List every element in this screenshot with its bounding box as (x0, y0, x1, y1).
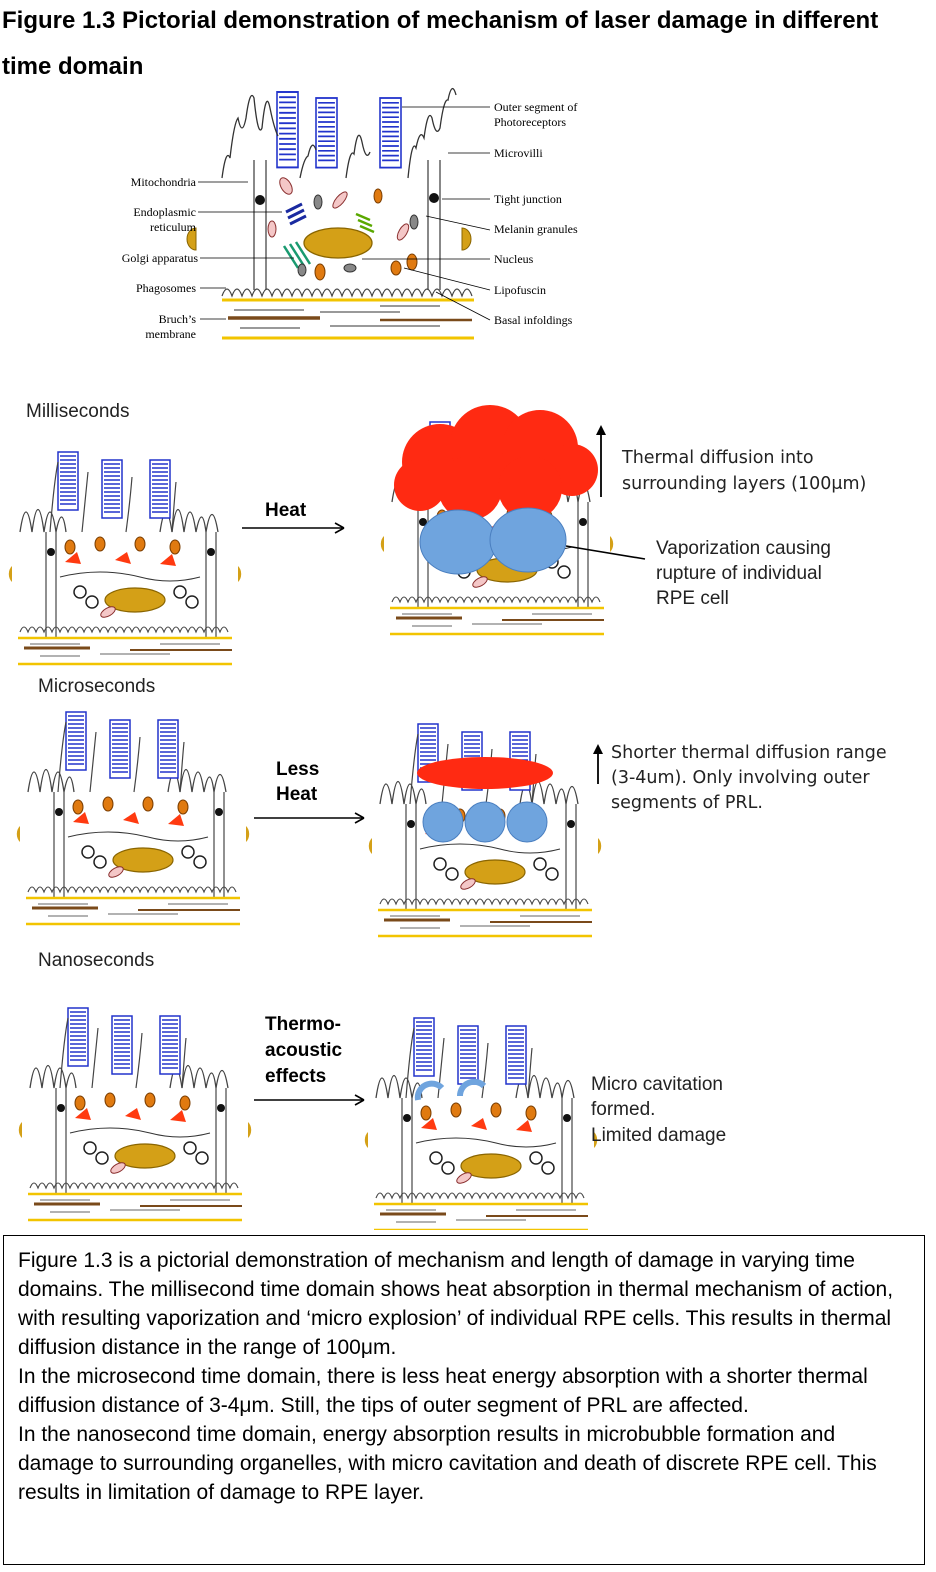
cell-before-microseconds (17, 712, 249, 924)
heading-nanoseconds: Nanoseconds (38, 950, 154, 971)
arrow-label-heat2: Heat (276, 784, 318, 805)
panel-milliseconds: Milliseconds Heat Thermal diffusion into… (9, 401, 866, 664)
pointer-vaporization (565, 545, 646, 560)
note-shorter-diffusion-2: (3-4um). Only involving outer (611, 768, 870, 788)
cell-before-nanoseconds (19, 1008, 251, 1220)
note-shorter-diffusion-1: Shorter thermal diffusion range (611, 743, 887, 763)
note-shorter-diffusion-3: segments of PRL. (611, 793, 763, 813)
rpe-anatomy-diagram: Mitochondria Endoplasmic reticulum Golgi… (122, 88, 578, 341)
panel-microseconds: Microseconds Less Heat Shorter thermal d… (17, 676, 887, 936)
micro-cavitation (414, 1080, 445, 1101)
cell-before-milliseconds (9, 452, 241, 664)
bubble (464, 801, 506, 843)
arrow-label-acoustic: acoustic (265, 1040, 343, 1061)
label-endoplasmic-2: reticulum (150, 220, 197, 234)
label-nucleus: Nucleus (494, 252, 534, 266)
diffusion-arrow-milliseconds (596, 425, 606, 497)
label-mitochondria: Mitochondria (131, 175, 197, 189)
diffusion-arrow-microseconds (593, 744, 603, 784)
label-melanin: Melanin granules (494, 222, 578, 236)
note-vaporization-3: RPE cell (656, 588, 729, 609)
heat-cloud-large (394, 405, 598, 520)
note-vaporization-2: rupture of individual (656, 563, 822, 584)
note-cavitation-3: Limited damage (591, 1125, 726, 1146)
label-phagosomes: Phagosomes (136, 281, 196, 295)
label-golgi: Golgi apparatus (122, 251, 199, 265)
label-endoplasmic-1: Endoplasmic (133, 205, 196, 219)
label-basal-infoldings: Basal infoldings (494, 313, 573, 327)
note-cavitation-2: formed. (591, 1099, 655, 1120)
panel-nanoseconds: Nanoseconds Thermo- acoustic effects Mic… (19, 950, 726, 1230)
arrow-label-thermo: Thermo- (265, 1014, 341, 1035)
note-thermal-diffusion-2: surrounding layers (100μm) (622, 474, 866, 494)
label-bruchs-2: membrane (145, 327, 196, 341)
label-outer-segment-1: Outer segment of (494, 100, 577, 114)
caption-paragraph-1: Figure 1.3 is a pictorial demonstration … (18, 1249, 894, 1359)
micro-cavitation (456, 1078, 487, 1097)
label-lipofuscin: Lipofuscin (494, 283, 546, 297)
vaporization-bubble (489, 507, 567, 573)
label-bruchs-1: Bruch’s (159, 312, 197, 326)
heat-band-narrow (417, 757, 553, 789)
note-cavitation-1: Micro cavitation (591, 1074, 723, 1095)
label-tight-junction: Tight junction (494, 192, 562, 206)
note-thermal-diffusion-1: Thermal diffusion into (621, 448, 814, 468)
arrow-nanoseconds (254, 1094, 365, 1106)
arrow-label-less: Less (276, 759, 319, 780)
heading-milliseconds: Milliseconds (26, 401, 129, 422)
cell-after-nanoseconds (365, 1018, 597, 1230)
figure-caption: Figure 1.3 is a pictorial demonstration … (3, 1235, 925, 1565)
arrow-label-effects: effects (265, 1066, 326, 1087)
arrow-milliseconds (242, 522, 345, 534)
figure-canvas: Mitochondria Endoplasmic reticulum Golgi… (0, 88, 887, 1230)
label-microvilli: Microvilli (494, 146, 543, 160)
arrow-microseconds (254, 812, 365, 824)
figure-title: Figure 1.3 Pictorial demonstration of me… (2, 7, 879, 80)
label-outer-segment-2: Photoreceptors (494, 115, 566, 129)
bubble (506, 801, 548, 843)
vaporization-bubble (419, 509, 497, 575)
heading-microseconds: Microseconds (38, 676, 155, 697)
caption-paragraph-3: In the nanosecond time domain, energy ab… (18, 1423, 877, 1504)
caption-paragraph-2: In the microsecond time domain, there is… (18, 1365, 868, 1417)
note-vaporization-1: Vaporization causing (656, 538, 831, 559)
bubble (422, 801, 464, 843)
arrow-label-heat: Heat (265, 500, 307, 521)
